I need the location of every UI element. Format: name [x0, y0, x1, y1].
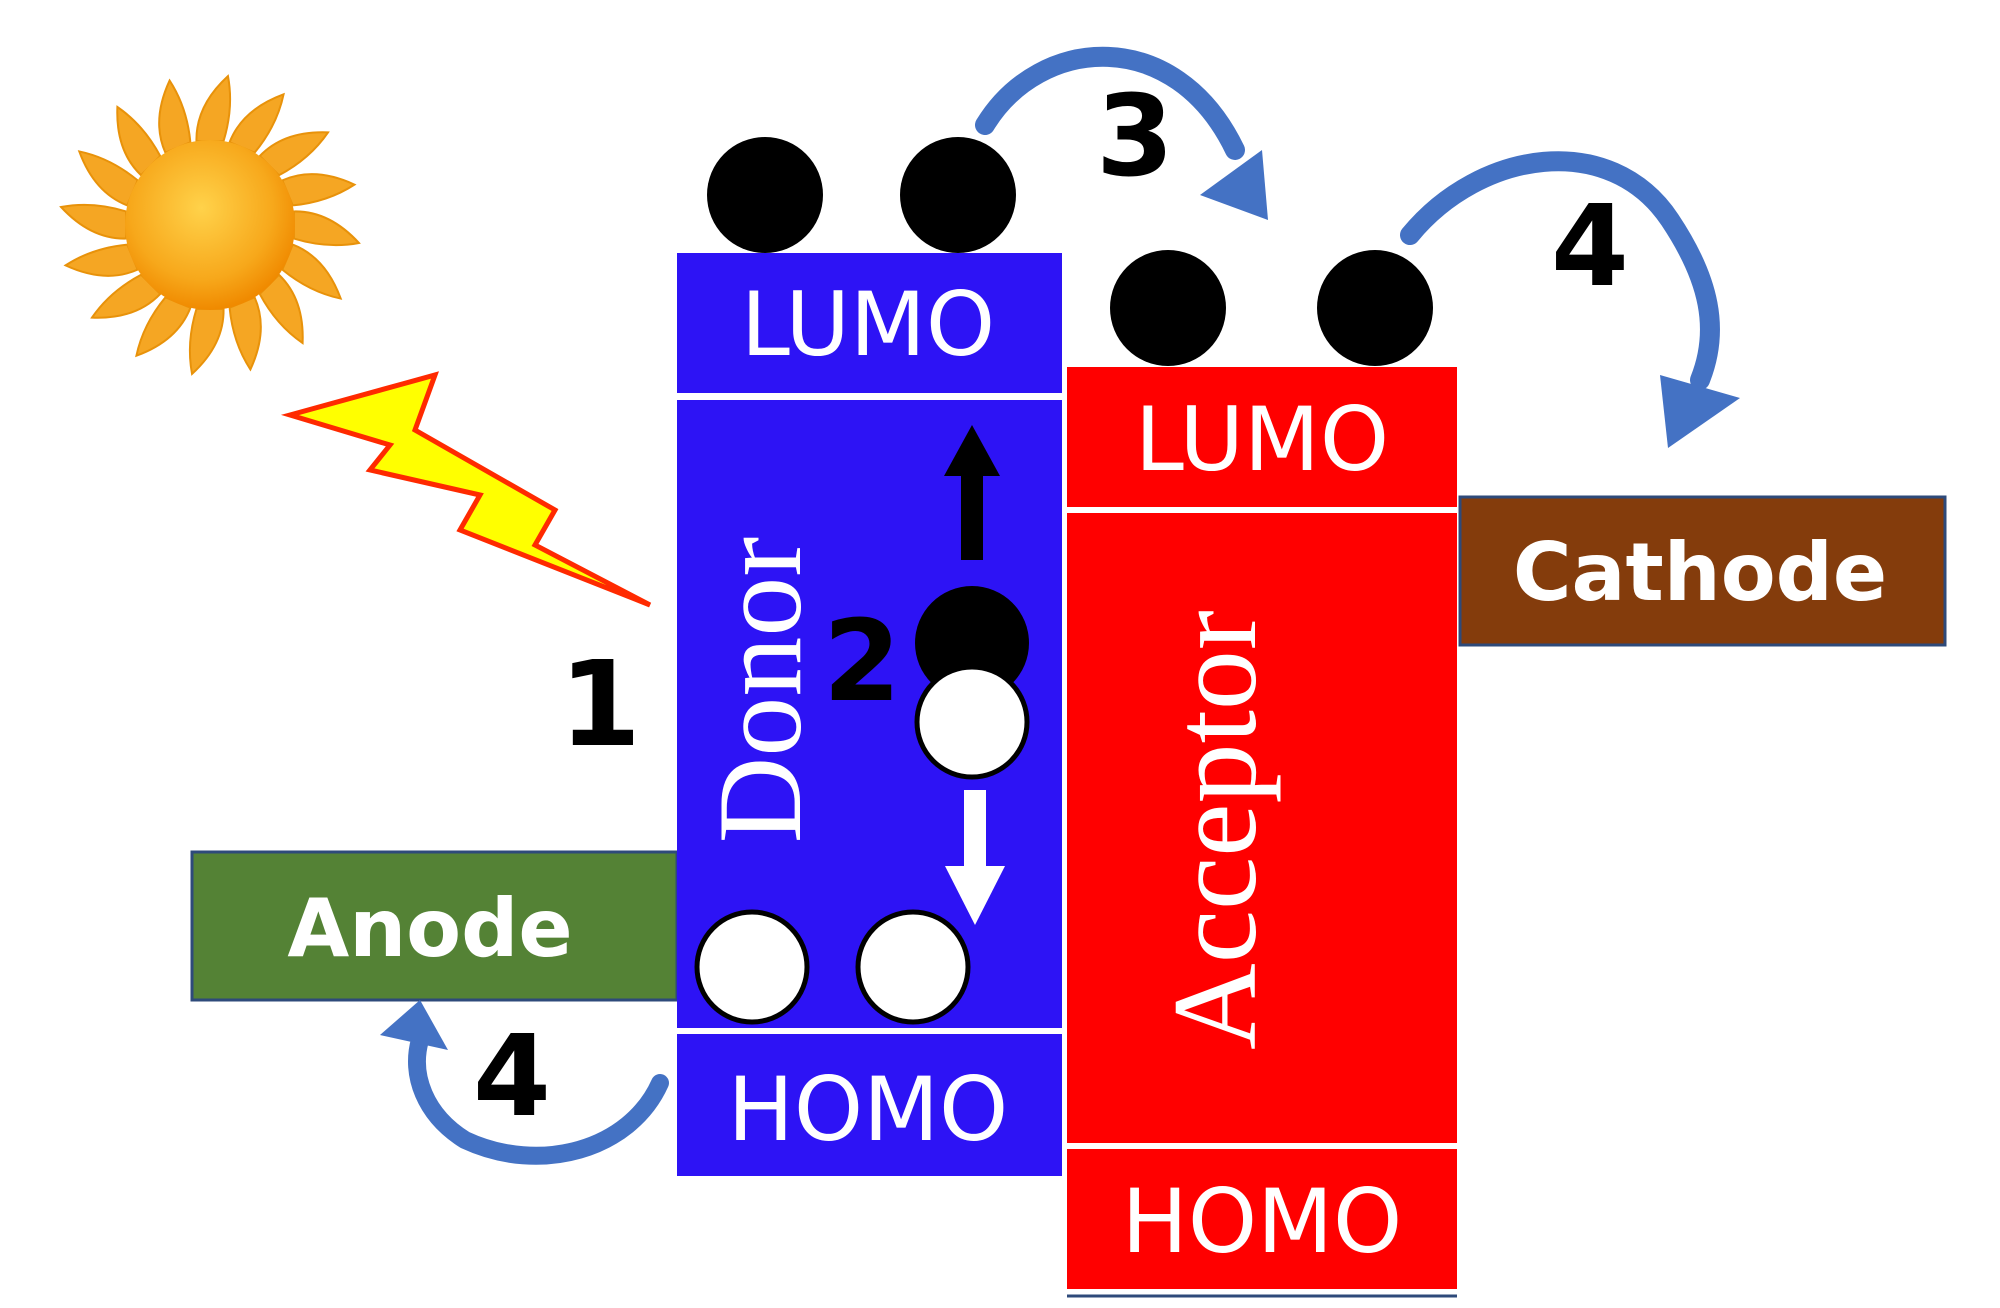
sun-core: [125, 140, 295, 310]
sun-ray: [292, 210, 361, 247]
step-2-label: 2: [823, 597, 901, 727]
sun-ray: [281, 173, 357, 207]
sun-ray: [77, 150, 139, 207]
donor-homo-level: [677, 1034, 1062, 1176]
step-4-anode-label: 4: [473, 1012, 551, 1142]
electron-up-arrow: [944, 425, 1000, 560]
electron-transfer-arrow: [975, 46, 1268, 220]
sun-ray: [90, 273, 162, 319]
acceptor-bulk: [1067, 513, 1457, 1143]
acceptor-label: Acceptor: [1148, 610, 1281, 1050]
sun-ray: [258, 131, 330, 177]
hole-down-arrow: [945, 790, 1005, 925]
hole-donor-homo-2: [855, 909, 971, 1025]
hole-collection-arrow: [380, 1000, 669, 1165]
electron-acceptor-lumo-1: [1110, 250, 1226, 366]
hole-donor-homo-1: [694, 909, 810, 1025]
lightning-bolt-icon: [280, 371, 652, 608]
sun-ray: [59, 203, 128, 240]
electron-exciton: [915, 586, 1029, 700]
electron-acceptor-lumo-2: [1317, 250, 1433, 366]
sun-icon: [59, 74, 361, 376]
step-4-cathode-label: 4: [1551, 182, 1629, 312]
sun-ray: [63, 243, 139, 277]
sun-rays: [59, 74, 361, 376]
sun-ray: [135, 296, 192, 358]
electron-donor-lumo-1: [707, 137, 823, 253]
anode-label: Anode: [287, 882, 572, 975]
donor-material: LUMO Donor HOMO: [677, 253, 1062, 1176]
sun-ray: [116, 105, 162, 177]
donor-lumo-level: [677, 253, 1062, 393]
cathode-electrode: Cathode: [1458, 495, 1947, 647]
sun-ray: [158, 78, 192, 154]
acceptor-lumo-label: LUMO: [1135, 388, 1389, 491]
hole-exciton: [914, 664, 1030, 780]
acceptor-material: LUMO Acceptor HOMO: [1067, 367, 1457, 1298]
sun-ray: [258, 273, 304, 345]
sun-ray: [188, 307, 225, 376]
donor-homo-label: HOMO: [728, 1058, 1009, 1161]
donor-label: Donor: [693, 537, 826, 844]
acceptor-homo-label: HOMO: [1122, 1170, 1403, 1273]
sun-ray: [195, 74, 232, 143]
cathode-label: Cathode: [1513, 526, 1887, 619]
acceptor-lumo-level: [1067, 367, 1457, 507]
step-3-label: 3: [1096, 72, 1174, 202]
sun-ray: [281, 243, 343, 300]
acceptor-homo-level: [1067, 1149, 1457, 1289]
electron-donor-lumo-2: [900, 137, 1016, 253]
electron-collection-arrow: [1400, 151, 1740, 448]
sun-ray: [228, 92, 285, 154]
sun-ray: [228, 296, 262, 372]
donor-lumo-label: LUMO: [741, 273, 995, 376]
step-1-label: 1: [559, 635, 641, 773]
anode-electrode: Anode: [190, 850, 679, 1002]
